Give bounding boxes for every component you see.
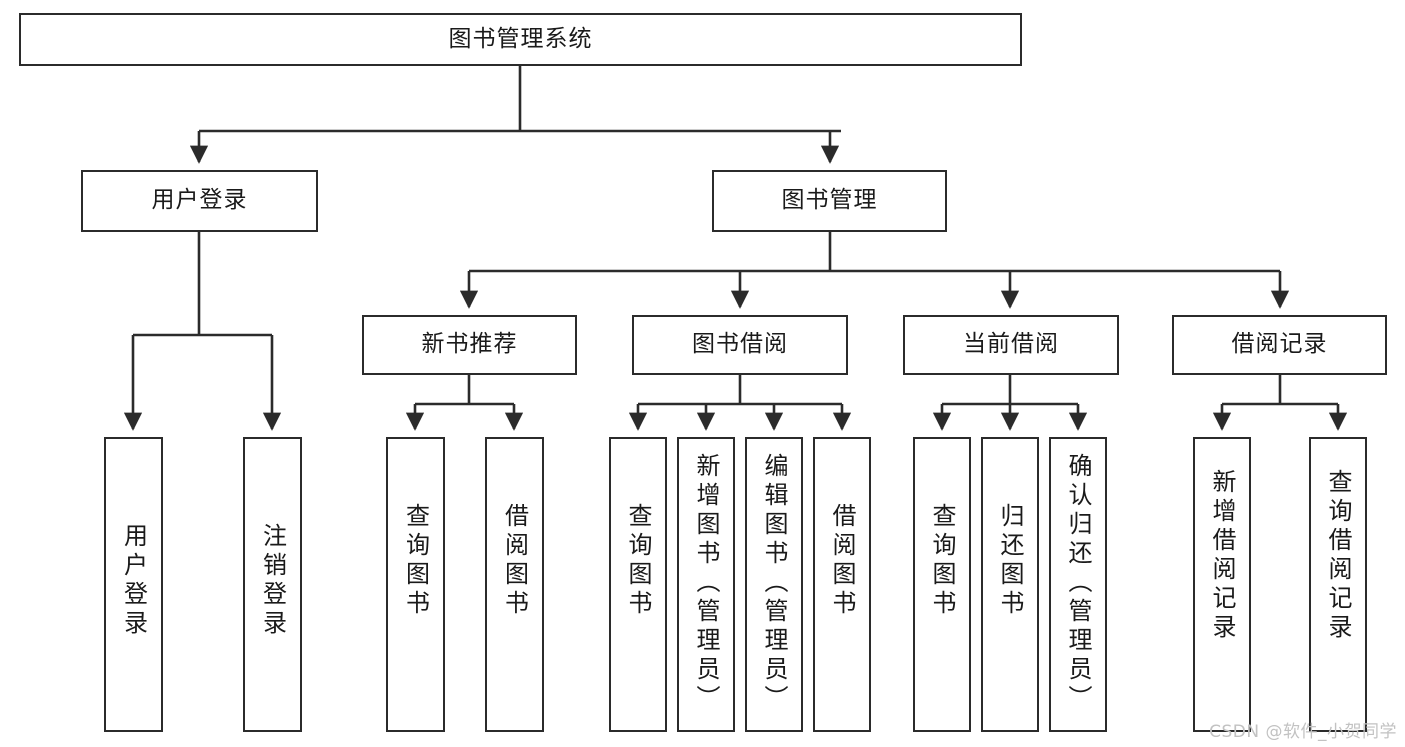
- node-new-book-recommend[interactable]: 新书推荐: [362, 315, 577, 375]
- node-label: 新增图书（管理员）: [692, 453, 720, 714]
- node-label: 归还图书: [996, 503, 1024, 619]
- node-current-borrow[interactable]: 当前借阅: [903, 315, 1119, 375]
- node-label: 借阅图书: [828, 503, 856, 619]
- node-leaf-add-borrow-record[interactable]: 新增借阅记录: [1193, 437, 1251, 732]
- node-label: 图书借阅: [692, 331, 788, 358]
- node-leaf-confirm-return-admin[interactable]: 确认归还（管理员）: [1049, 437, 1107, 732]
- node-label: 新增借阅记录: [1208, 469, 1236, 643]
- node-leaf-query-book-borrow[interactable]: 查询图书: [609, 437, 667, 732]
- node-leaf-return-book[interactable]: 归还图书: [981, 437, 1039, 732]
- node-label: 用户登录: [119, 523, 148, 639]
- node-label: 图书管理: [781, 187, 878, 214]
- node-label: 借阅图书: [500, 503, 529, 619]
- node-leaf-user-login[interactable]: 用户登录: [104, 437, 163, 732]
- node-leaf-query-book-current[interactable]: 查询图书: [913, 437, 971, 732]
- node-label: 当前借阅: [963, 331, 1059, 358]
- node-label: 查询图书: [928, 503, 956, 619]
- node-label: 查询图书: [624, 503, 652, 619]
- node-leaf-add-book-admin[interactable]: 新增图书（管理员）: [677, 437, 735, 732]
- node-book-borrow[interactable]: 图书借阅: [632, 315, 848, 375]
- node-label: 用户登录: [151, 187, 248, 214]
- node-root-system[interactable]: 图书管理系统: [19, 13, 1022, 66]
- node-label: 借阅记录: [1231, 331, 1328, 358]
- node-borrow-record[interactable]: 借阅记录: [1172, 315, 1387, 375]
- node-label: 新书推荐: [421, 331, 518, 358]
- node-leaf-edit-book-admin[interactable]: 编辑图书（管理员）: [745, 437, 803, 732]
- node-leaf-logout[interactable]: 注销登录: [243, 437, 302, 732]
- node-label: 图书管理系统: [448, 25, 593, 52]
- csdn-watermark: CSDN @软件_小贺同学: [1209, 722, 1397, 742]
- node-book-management[interactable]: 图书管理: [712, 170, 947, 232]
- node-label: 查询图书: [401, 503, 430, 619]
- node-label: 查询借阅记录: [1324, 469, 1352, 643]
- node-leaf-borrow-book-recommend[interactable]: 借阅图书: [485, 437, 544, 732]
- node-leaf-query-book-recommend[interactable]: 查询图书: [386, 437, 445, 732]
- node-label: 确认归还（管理员）: [1064, 453, 1092, 714]
- node-label: 编辑图书（管理员）: [760, 453, 788, 714]
- node-leaf-query-borrow-record[interactable]: 查询借阅记录: [1309, 437, 1367, 732]
- node-label: 注销登录: [258, 523, 287, 639]
- node-leaf-borrow-book[interactable]: 借阅图书: [813, 437, 871, 732]
- node-user-login[interactable]: 用户登录: [81, 170, 318, 232]
